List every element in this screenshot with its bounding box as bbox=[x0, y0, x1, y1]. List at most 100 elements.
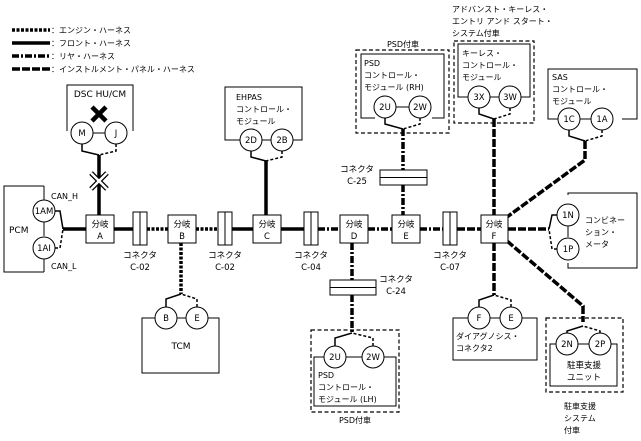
dsc-module: DSC HU/CM M J bbox=[66, 84, 134, 215]
ehpas-outline bbox=[224, 86, 303, 141]
diag-pin-f-label: F bbox=[477, 314, 482, 324]
keyless-line-1: キーレス・ bbox=[462, 49, 502, 58]
junction-b-label: 分岐 bbox=[173, 219, 191, 230]
diag-line-2: コネクタ2 bbox=[456, 344, 493, 353]
psd-lh-module: コネクタ C-24 2U 2W PSD コントロール・ モジュール (LH) P… bbox=[310, 243, 413, 425]
parking-group-frame bbox=[545, 317, 624, 393]
parking-module: 2N 2P 駐車支援 ユニット 駐車支援 システム 付車 bbox=[505, 239, 624, 435]
parking-line-1: 駐車支援 bbox=[567, 360, 602, 371]
junction-d-box bbox=[339, 214, 369, 244]
meter-pin-1n-label: 1N bbox=[562, 211, 574, 221]
junction-d-label: 分岐 bbox=[345, 219, 363, 230]
diag-outline bbox=[452, 317, 538, 361]
connector-c02-b-label: コネクタ bbox=[208, 251, 242, 261]
psd-rh-line-1: PSD bbox=[364, 59, 380, 68]
junction-c: 分岐 C bbox=[252, 214, 282, 244]
junction-c-label: 分岐 bbox=[258, 219, 276, 230]
connector-c02-a-id: C-02 bbox=[130, 263, 150, 273]
sas-line-1: SAS bbox=[552, 73, 568, 82]
parking-group-line-3: 付車 bbox=[564, 425, 580, 435]
psd-lh-line-2: コントロール・ bbox=[318, 383, 374, 392]
psd-rh-line-2: コントロール・ bbox=[364, 71, 420, 80]
junction-e-label: 分岐 bbox=[397, 219, 415, 230]
junction-b-id: B bbox=[179, 232, 185, 242]
dsc-pin-j-label: J bbox=[114, 129, 118, 139]
psd-lh-pin-2u bbox=[323, 345, 347, 369]
psd-rh-pin-2w-label: 2W bbox=[413, 103, 427, 113]
junction-a-box bbox=[85, 214, 115, 244]
parking-pin-2n bbox=[555, 332, 579, 356]
disconnected-x-icon bbox=[90, 105, 108, 123]
keyless-group-line-3: システム付車 bbox=[452, 28, 500, 38]
junction-f-box bbox=[480, 214, 509, 244]
connector-c02-b-id: C-02 bbox=[215, 263, 235, 273]
sas-outline bbox=[547, 68, 638, 120]
psd-lh-line-1: PSD bbox=[318, 371, 334, 380]
keyless-module: アドバンスト・キーレス・ エントリ アンド スタート・ システム付車 キーレス・… bbox=[452, 5, 553, 215]
meter-line-3: メータ bbox=[585, 240, 609, 249]
connector-c25: コネクタ C-25 bbox=[340, 165, 428, 187]
keyless-outline bbox=[457, 43, 531, 98]
junction-e-id: E bbox=[403, 232, 408, 242]
legend: ：エンジン・ハーネス ：フロント・ハーネス ：リヤ・ハーネス ：インストルメント… bbox=[12, 26, 195, 74]
tcm-pin-e-label: E bbox=[194, 314, 199, 324]
pcm-can-h-label: CAN_H bbox=[51, 192, 78, 201]
psd-lh-pin-2w bbox=[361, 345, 385, 369]
parking-pin-2p bbox=[588, 332, 612, 356]
diag-line-1: ダイアグノシス・ bbox=[456, 331, 519, 341]
tcm-title: TCM bbox=[170, 342, 190, 352]
parking-line-2: ユニット bbox=[567, 373, 601, 383]
sas-module: SAS コントロール・ モジュール 1C 1A bbox=[505, 68, 638, 219]
junction-f: 分岐 F bbox=[480, 214, 509, 244]
pcm-can-l-wire bbox=[55, 228, 64, 249]
legend-rear-label: ：リヤ・ハーネス bbox=[51, 52, 115, 61]
pcm-pin-1am-label: 1AM bbox=[35, 207, 54, 217]
junction-a: 分岐 A bbox=[85, 214, 115, 244]
junction-b-box bbox=[167, 214, 197, 244]
junction-c-box bbox=[252, 214, 282, 244]
junction-e: 分岐 E bbox=[391, 214, 421, 244]
junction-a-id: A bbox=[97, 232, 103, 242]
meter-line-1: コンビネー bbox=[585, 216, 625, 225]
ehpas-pin-2b-label: 2B bbox=[276, 136, 287, 146]
junction-c-id: C bbox=[264, 232, 270, 242]
connector-c24-label: コネクタ bbox=[379, 275, 413, 285]
keyless-group-line-2: エントリ アンド スタート・ bbox=[452, 17, 553, 26]
wire-sas-f bbox=[505, 141, 587, 219]
ehpas-line-1: EHPAS bbox=[236, 93, 262, 102]
psd-lh-group-frame bbox=[310, 329, 400, 413]
wire-break-x-icon bbox=[89, 171, 109, 191]
connector-c07-label: コネクタ bbox=[433, 251, 467, 261]
tcm-pin-e bbox=[185, 306, 209, 330]
sas-line-3: モジュール bbox=[552, 97, 591, 106]
keyless-line-2: コントロール・ bbox=[462, 61, 518, 70]
sas-pin-1c-label: 1C bbox=[563, 115, 574, 125]
junction-b: 分岐 B bbox=[167, 214, 197, 244]
connector-c04-label: コネクタ bbox=[294, 251, 328, 261]
psd-rh-pin-2u-label: 2U bbox=[379, 103, 391, 113]
parking-outline bbox=[549, 343, 618, 387]
tcm-outline bbox=[141, 317, 220, 374]
dsc-pin-m-label: M bbox=[78, 129, 85, 139]
diag-module: F E ダイアグノシス・ コネクタ2 bbox=[452, 243, 538, 361]
keyless-pin-3x-label: 3X bbox=[473, 93, 484, 103]
junction-d: 分岐 D bbox=[339, 214, 369, 244]
legend-engine-label: ：エンジン・ハーネス bbox=[51, 26, 131, 35]
psd-lh-line-3: モジュール (LH) bbox=[318, 395, 377, 404]
psd-rh-module: PSD付車 PSD コントロール・ モジュール (RH) 2U 2W bbox=[355, 39, 450, 215]
connector-c07-id: C-07 bbox=[440, 263, 460, 273]
junction-f-label: 分岐 bbox=[485, 219, 503, 230]
pcm-pin-1ai-label: 1AI bbox=[37, 244, 51, 254]
junction-f-id: F bbox=[492, 232, 497, 242]
ehpas-line-2: コントロール・ bbox=[236, 105, 292, 114]
tcm-module: B E TCM bbox=[141, 243, 220, 374]
dsc-outline bbox=[66, 84, 134, 131]
junction-e-box bbox=[391, 214, 421, 244]
psd-lh-pin-2w-label: 2W bbox=[366, 353, 380, 363]
connector-c02-a: コネクタ C-02 bbox=[123, 211, 157, 273]
pcm-title: PCM bbox=[9, 226, 28, 236]
diag-pin-e bbox=[499, 306, 523, 330]
pcm-can-l-label: CAN_L bbox=[51, 262, 77, 271]
diag-pin-f bbox=[467, 306, 491, 330]
